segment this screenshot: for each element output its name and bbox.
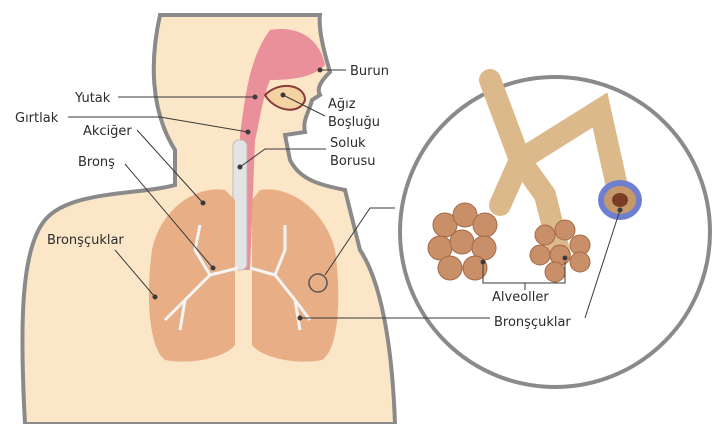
- leader-lines: [68, 67, 623, 321]
- label-oral-cavity-line1: Ağız: [328, 97, 356, 112]
- label-bronchioles-left: Bronşçuklar: [47, 233, 124, 248]
- trachea: [232, 139, 248, 271]
- nasal-airway: [238, 29, 325, 270]
- label-nose: Burun: [350, 64, 389, 79]
- label-bronchus: Bronş: [78, 155, 115, 170]
- mouth-cavity: [263, 85, 307, 111]
- label-alveoli: Alveoller: [492, 290, 549, 305]
- label-bronchioles-right: Bronşçuklar: [494, 315, 571, 330]
- zoom-marker: [308, 273, 328, 293]
- label-oral-cavity-line2: Boşluğu: [328, 115, 380, 130]
- label-trachea-line1: Soluk: [330, 136, 366, 151]
- label-lung: Akciğer: [83, 124, 132, 139]
- label-pharynx: Yutak: [74, 91, 111, 106]
- magnified-bronchioles: [427, 69, 642, 283]
- label-larynx: Gırtlak: [15, 111, 59, 126]
- bronchial-tree: [163, 224, 312, 331]
- label-trachea-line2: Borusu: [330, 154, 375, 169]
- left-lung: [148, 189, 235, 362]
- right-lung: [252, 189, 339, 362]
